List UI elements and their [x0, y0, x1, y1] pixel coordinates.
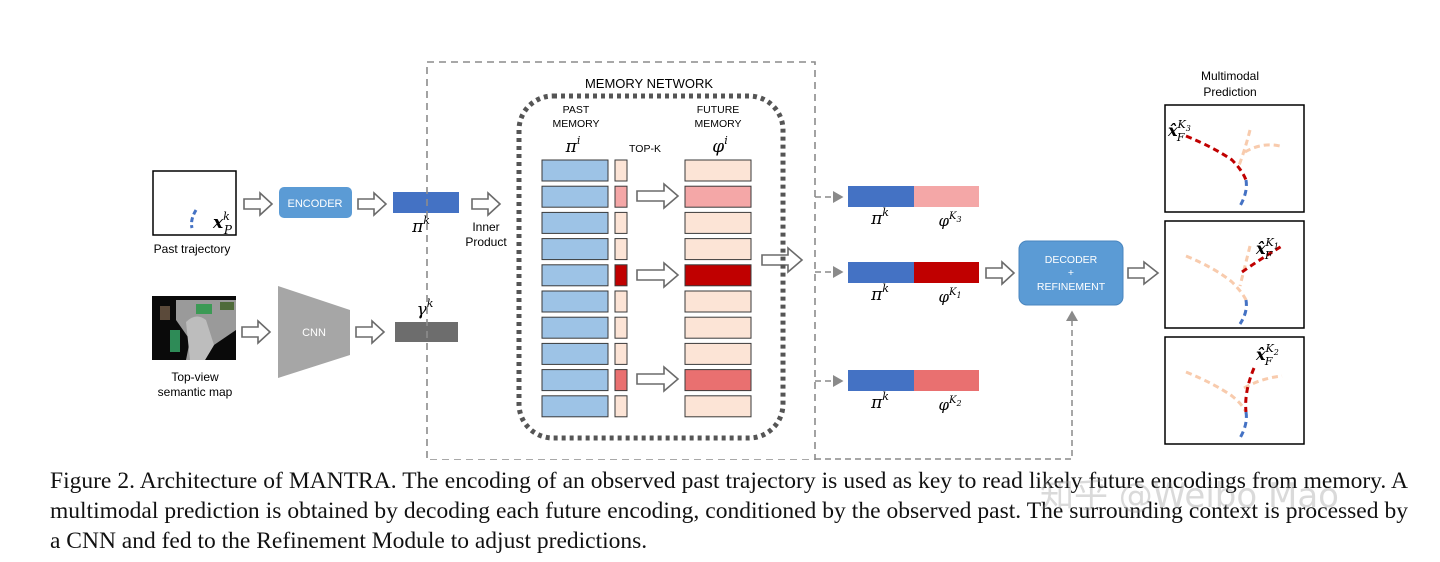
memory-inner-frame: [516, 93, 786, 441]
semantic-map-label-2: semantic map: [158, 385, 233, 399]
concat-2-pi: πk: [870, 282, 889, 305]
topk-cell-8: [614, 342, 628, 365]
past-memory-cell-10: [541, 395, 609, 418]
concat-3: πk φK2: [848, 370, 979, 414]
arrow-encoder-pi: [357, 191, 388, 217]
future-memory-cell-2: [684, 185, 752, 208]
past-memory-header-1: PAST: [563, 104, 590, 116]
memory-network-frame: [426, 61, 816, 460]
cnn-label: CNN: [302, 327, 326, 339]
figure-caption: Figure 2. Architecture of MANTRA. The en…: [50, 468, 1408, 554]
future-memory-header-1: FUTURE: [697, 104, 740, 116]
inner-product-line2: Product: [465, 235, 507, 249]
concat-1-phi: φK3: [938, 211, 961, 230]
future-memory-cell-4: [684, 238, 752, 261]
topk-cell-1: [614, 159, 628, 182]
concat-1: πk φK3: [848, 186, 979, 230]
future-memory-cell-3: [684, 211, 752, 234]
hollow-arrows: [241, 182, 1160, 393]
topk-cell-4: [614, 238, 628, 261]
future-memory-cell-6: [684, 290, 752, 313]
concat-3-phi: φK2: [938, 395, 961, 414]
topk-cell-3: [614, 211, 628, 234]
past-memory-cell-8: [541, 342, 609, 365]
gamma-k-label: γk: [417, 297, 434, 320]
dashed-connectors: [815, 191, 1078, 460]
past-memory-cell-7: [541, 316, 609, 339]
topk-cell-5: [614, 264, 628, 287]
past-memory-cell-2: [541, 185, 609, 208]
future-memory-cell-8: [684, 342, 752, 365]
encoder-block: ENCODER: [279, 187, 352, 218]
topk-cell-6: [614, 290, 628, 313]
arrow-cnn-gamma: [355, 319, 386, 345]
arrow-concat-decoder: [985, 260, 1016, 286]
future-memory-header-2: MEMORY: [694, 118, 741, 130]
topk-cell-10: [614, 395, 628, 418]
arrow-traj-encoder: [243, 191, 274, 217]
past-memory-cell-6: [541, 290, 609, 313]
topk-cell-9: [614, 369, 628, 392]
decoder-block: DECODER + REFINEMENT: [1018, 240, 1124, 306]
future-memory-cell-1: [684, 159, 752, 182]
pi-k-label: πk: [411, 214, 430, 237]
output-title-1: Multimodal: [1201, 69, 1259, 83]
concat-2-phi: φK1: [938, 287, 961, 306]
arrow-pi-memory: [471, 191, 502, 217]
future-memory-cell-5: [684, 264, 752, 287]
inner-product-line1: Inner: [472, 220, 499, 234]
past-trajectory-label: Past trajectory: [154, 242, 231, 256]
decoder-label-3: REFINEMENT: [1037, 281, 1106, 293]
past-memory-cell-5: [541, 264, 609, 287]
topk-header: TOP-K: [629, 143, 661, 155]
future-memory-cell-7: [684, 316, 752, 339]
concat-1-pi: πk: [870, 206, 889, 229]
decoder-label-1: DECODER: [1045, 254, 1098, 266]
arrow-topk-3: [636, 365, 680, 393]
arrow-topk-1: [636, 182, 680, 210]
past-memory-cell-3: [541, 211, 609, 234]
past-memory-cell-4: [541, 238, 609, 261]
past-memory-header-2: MEMORY: [552, 118, 599, 130]
past-memory-cell-1: [541, 159, 609, 182]
arrow-map-cnn: [241, 319, 272, 345]
future-memory-cell-9: [684, 369, 752, 392]
cnn-block: CNN: [278, 286, 350, 378]
output-title-2: Prediction: [1203, 85, 1256, 99]
topk-cell-7: [614, 316, 628, 339]
arrow-decoder-output: [1127, 260, 1160, 286]
past-memory-cell-9: [541, 369, 609, 392]
arrow-topk-2: [636, 261, 680, 289]
semantic-map-input: Top-view semantic map: [152, 296, 236, 399]
pi-k-encoding: πk: [393, 192, 459, 237]
topk-cell-2: [614, 185, 628, 208]
future-memory-cell-10: [684, 395, 752, 418]
memory-network-title: MEMORY NETWORK: [585, 76, 713, 91]
past-memory-symbol: πi: [565, 134, 581, 157]
future-memory-symbol: φi: [712, 134, 727, 157]
decoder-label-2: +: [1068, 267, 1074, 279]
semantic-map-label-1: Top-view: [171, 370, 219, 384]
concat-2: πk φK1: [848, 262, 979, 306]
memory-rows: [541, 159, 752, 418]
encoder-label: ENCODER: [287, 198, 342, 210]
concat-3-pi: πk: [870, 390, 889, 413]
